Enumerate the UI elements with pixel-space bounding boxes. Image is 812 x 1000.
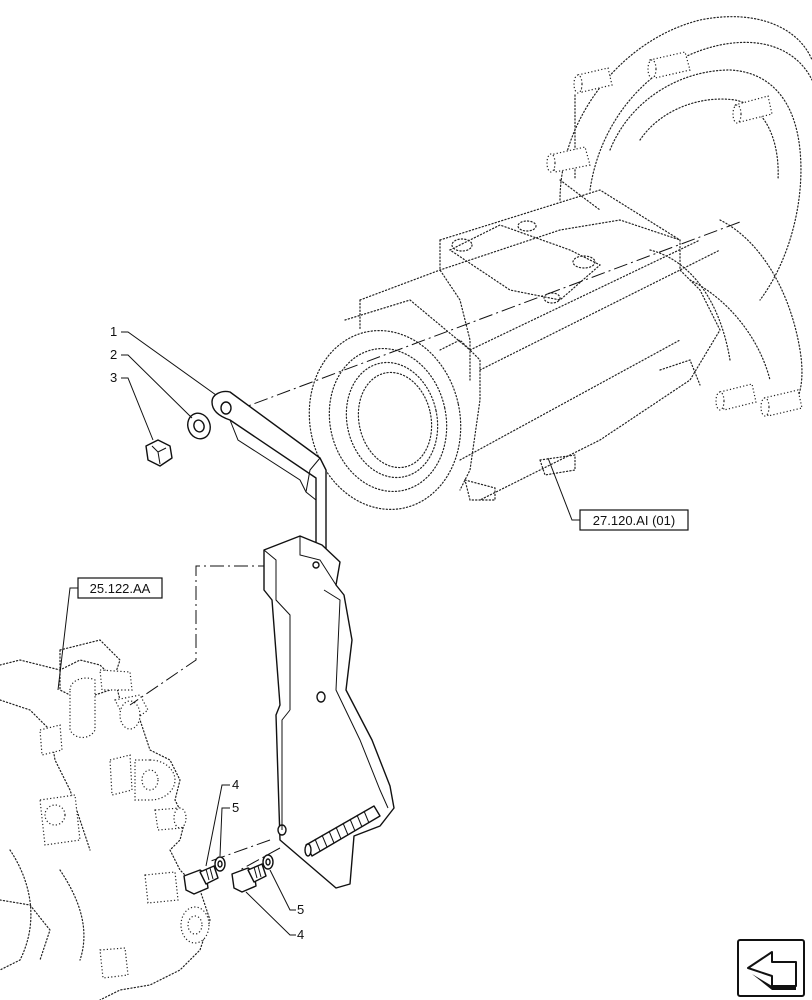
lock-washer[interactable] xyxy=(262,854,274,870)
callout-number: 4 xyxy=(232,777,239,792)
wheel-stud xyxy=(715,383,757,411)
wheel-stud xyxy=(732,95,773,124)
bolt[interactable] xyxy=(183,865,219,895)
bolt[interactable] xyxy=(231,863,267,893)
axle-reference[interactable]: 27.120.AI (01) xyxy=(579,509,689,531)
valve-reference[interactable]: 25.122.AA xyxy=(77,577,163,599)
callout-5-top: 5 xyxy=(219,800,239,857)
callout-number: 5 xyxy=(232,800,239,815)
washer[interactable] xyxy=(184,410,214,442)
axle-housing xyxy=(308,16,812,511)
wheel-stud xyxy=(760,389,803,417)
lock-washer[interactable] xyxy=(214,856,226,872)
valve-reference-label: 25.122.AA xyxy=(90,581,151,596)
callout-1: 1 xyxy=(110,324,217,396)
wheel-stud xyxy=(546,146,591,173)
callout-number: 5 xyxy=(297,902,304,917)
axle-reference-label: 27.120.AI (01) xyxy=(593,513,675,528)
callout-3: 3 xyxy=(110,370,154,441)
wheel-stud xyxy=(647,51,691,79)
callout-2: 2 xyxy=(110,347,193,419)
callout-number: 1 xyxy=(110,324,117,339)
nut[interactable] xyxy=(145,439,173,467)
callout-number: 2 xyxy=(110,347,117,362)
callout-number: 3 xyxy=(110,370,117,385)
callout-5-bottom: 5 xyxy=(269,869,304,917)
callout-number: 4 xyxy=(297,927,304,942)
assembly-center-lines xyxy=(129,221,741,871)
wheel-stud xyxy=(573,67,613,94)
bracket[interactable] xyxy=(211,390,395,889)
callout-4-bottom: 4 xyxy=(245,891,304,942)
callout-4-top: 4 xyxy=(205,777,239,867)
back-arrow-icon[interactable] xyxy=(737,939,805,997)
valve-block xyxy=(0,639,211,1000)
